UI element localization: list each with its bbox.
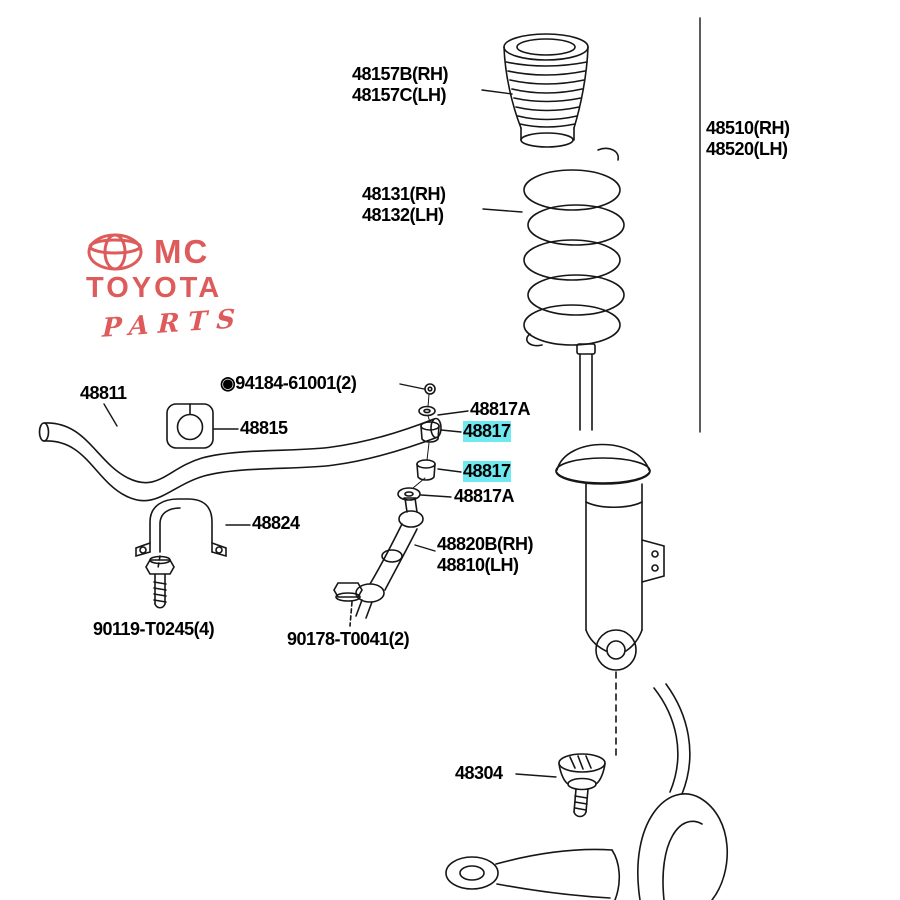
- watermark-toyota: TOYOTA: [86, 272, 223, 304]
- part-label-48157-dust-boot: 48157B(RH) 48157C(LH): [352, 64, 449, 105]
- part-label-48510-shock-assembly: 48510(RH) 48520(LH): [706, 118, 790, 159]
- part-label-48820-stabilizer-link: 48820B(RH) 48810(LH): [437, 534, 534, 575]
- stabilizer-link-drawing: [333, 497, 424, 627]
- lower-mount-drawing: [558, 753, 606, 818]
- part-label-90119-bolt: 90119-T0245(4): [93, 619, 215, 639]
- bolt-drawing: [145, 555, 175, 609]
- part-label-48817A-upper: 48817A: [470, 399, 531, 419]
- bracket-drawing: [135, 498, 227, 569]
- knuckle-sketch-drawing: [445, 683, 728, 900]
- toyota-logo-icon: [87, 233, 143, 271]
- watermark-mc: MC: [154, 233, 210, 270]
- shock-absorber-drawing: [555, 343, 665, 757]
- part-label-48811-stabilizer-bar: 48811: [80, 383, 127, 403]
- part-label-48817A-lower: 48817A: [454, 486, 515, 506]
- watermark: MC TOYOTA PARTS: [86, 230, 296, 344]
- coil-spring-drawing: [523, 147, 625, 347]
- part-label-48815-bushing: 48815: [240, 418, 288, 438]
- dust-boot-drawing: [503, 33, 589, 148]
- stabilizer-bar-drawing: [38, 417, 442, 502]
- part-label-48817-lower-highlighted: 48817: [463, 461, 511, 482]
- part-label-90178-nut: 90178-T0041(2): [287, 629, 410, 649]
- part-label-48304-lower-mount: 48304: [455, 763, 503, 783]
- part-label-48817-upper-highlighted: 48817: [463, 421, 511, 442]
- part-label-48131-coil-spring: 48131(RH) 48132(LH): [362, 184, 446, 225]
- cushion-stack-drawing: [397, 383, 440, 501]
- leader-lines: [103, 17, 701, 778]
- part-label-94184-nut: ◉94184-61001(2): [220, 373, 357, 393]
- bushing-drawing: [166, 403, 214, 449]
- part-label-48824-bracket: 48824: [252, 513, 300, 533]
